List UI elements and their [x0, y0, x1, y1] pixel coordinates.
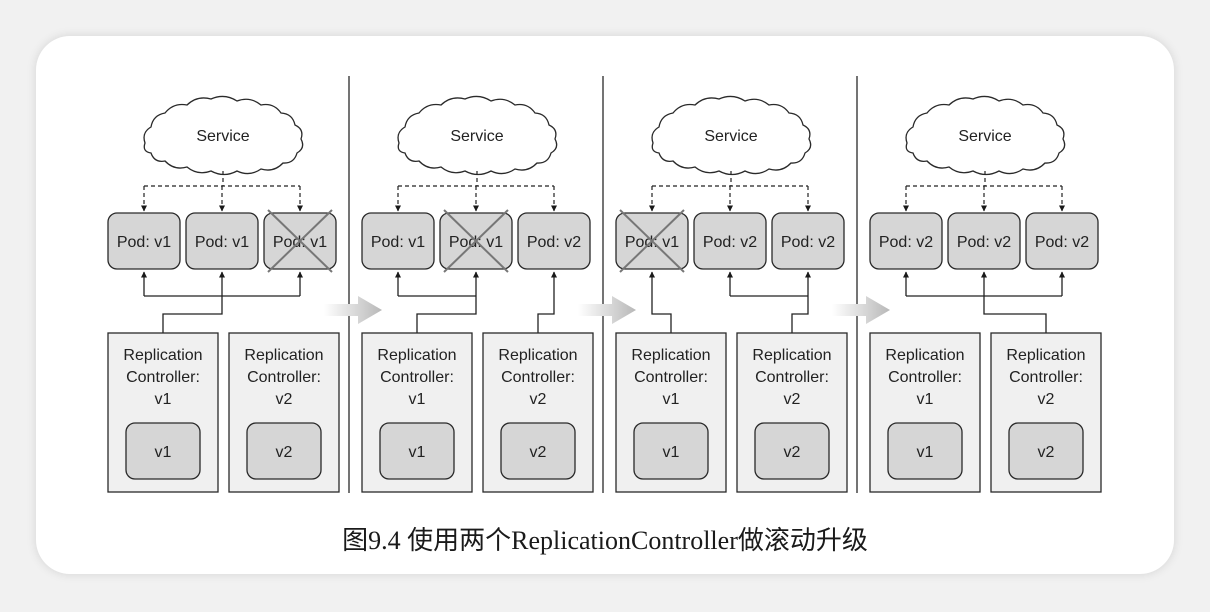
controller-label-line1: Replication [244, 347, 323, 364]
service-label: Service [958, 128, 1011, 145]
controller-label-line1: Replication [1006, 347, 1085, 364]
controller-label-line2: Controller: [380, 369, 454, 386]
pod-label: Pod: v1 [273, 234, 327, 251]
service-cloud [143, 95, 304, 176]
controller-label-line1: Replication [885, 347, 964, 364]
service-label: Service [450, 128, 503, 145]
pod-label: Pod: v1 [117, 234, 171, 251]
pod-template-box [500, 422, 576, 480]
controller-label-line2: Controller: [888, 369, 962, 386]
pod-template-box [246, 422, 322, 480]
pod-label: Pod: v2 [703, 234, 757, 251]
pod-box [517, 212, 591, 270]
pod-label: Pod: v1 [449, 234, 503, 251]
controller-1-stem [162, 296, 223, 333]
controller-1-stem [416, 296, 477, 333]
pod-label: Pod: v2 [1035, 234, 1089, 251]
pod-label: Pod: v2 [781, 234, 835, 251]
pod-template-box [125, 422, 201, 480]
service-label: Service [196, 128, 249, 145]
pod-box [107, 212, 181, 270]
controller-2-stem [791, 296, 809, 333]
pod-box [693, 212, 767, 270]
controller-label-version: v2 [784, 391, 801, 408]
service-cloud [905, 95, 1066, 176]
pod-box [185, 212, 259, 270]
pod-label: Pod: v2 [957, 234, 1011, 251]
pod-template-label: v1 [917, 444, 934, 461]
pod-box [1025, 212, 1099, 270]
controller-label-line1: Replication [631, 347, 710, 364]
controller-label-version: v2 [530, 391, 547, 408]
figure-caption: 图9.4 使用两个ReplicationController做滚动升级 [342, 526, 868, 555]
pod-label: Pod: v1 [195, 234, 249, 251]
controller-label-version: v1 [155, 391, 172, 408]
controller-label-version: v2 [276, 391, 293, 408]
controller-label-line1: Replication [498, 347, 577, 364]
controller-label-line2: Controller: [247, 369, 321, 386]
pod-template-box [754, 422, 830, 480]
controller-label-version: v2 [1038, 391, 1055, 408]
controller-label-line2: Controller: [501, 369, 575, 386]
pod-template-label: v1 [663, 444, 680, 461]
pod-template-label: v2 [784, 444, 801, 461]
pod-template-box [379, 422, 455, 480]
pod-template-box [887, 422, 963, 480]
pod-box [771, 212, 845, 270]
service-cloud [397, 95, 558, 176]
pod-box [869, 212, 943, 270]
pod-deleted-cross-b [619, 209, 685, 273]
pod-deleted-cross-b [267, 209, 333, 273]
pod-template-label: v2 [1038, 444, 1055, 461]
transition-arrow-2 [578, 296, 636, 324]
pod-label: Pod: v2 [527, 234, 581, 251]
transition-arrow-1 [324, 296, 382, 324]
controller-label-line2: Controller: [1009, 369, 1083, 386]
controller-2-pod-link [537, 271, 557, 333]
controller-label-line2: Controller: [634, 369, 708, 386]
controller-1-pod-link [649, 271, 672, 333]
controller-label-line1: Replication [377, 347, 456, 364]
controller-label-version: v1 [663, 391, 680, 408]
controller-label-line1: Replication [752, 347, 831, 364]
pod-template-box [1008, 422, 1084, 480]
pod-label: Pod: v1 [371, 234, 425, 251]
controller-label-line1: Replication [123, 347, 202, 364]
pod-template-label: v1 [155, 444, 172, 461]
pod-box [947, 212, 1021, 270]
controller-2-stem [983, 296, 1047, 333]
transition-arrow-3 [832, 296, 890, 324]
pod-box [361, 212, 435, 270]
service-label: Service [704, 128, 757, 145]
service-cloud [651, 95, 812, 176]
controller-label-version: v1 [409, 391, 426, 408]
pod-label: Pod: v2 [879, 234, 933, 251]
pod-template-box [633, 422, 709, 480]
controller-label-line2: Controller: [755, 369, 829, 386]
controller-label-line2: Controller: [126, 369, 200, 386]
pod-template-label: v1 [409, 444, 426, 461]
pod-template-label: v2 [530, 444, 547, 461]
controller-label-version: v1 [917, 391, 934, 408]
pod-template-label: v2 [276, 444, 293, 461]
pod-label: Pod: v1 [625, 234, 679, 251]
pod-deleted-cross-b [443, 209, 509, 273]
